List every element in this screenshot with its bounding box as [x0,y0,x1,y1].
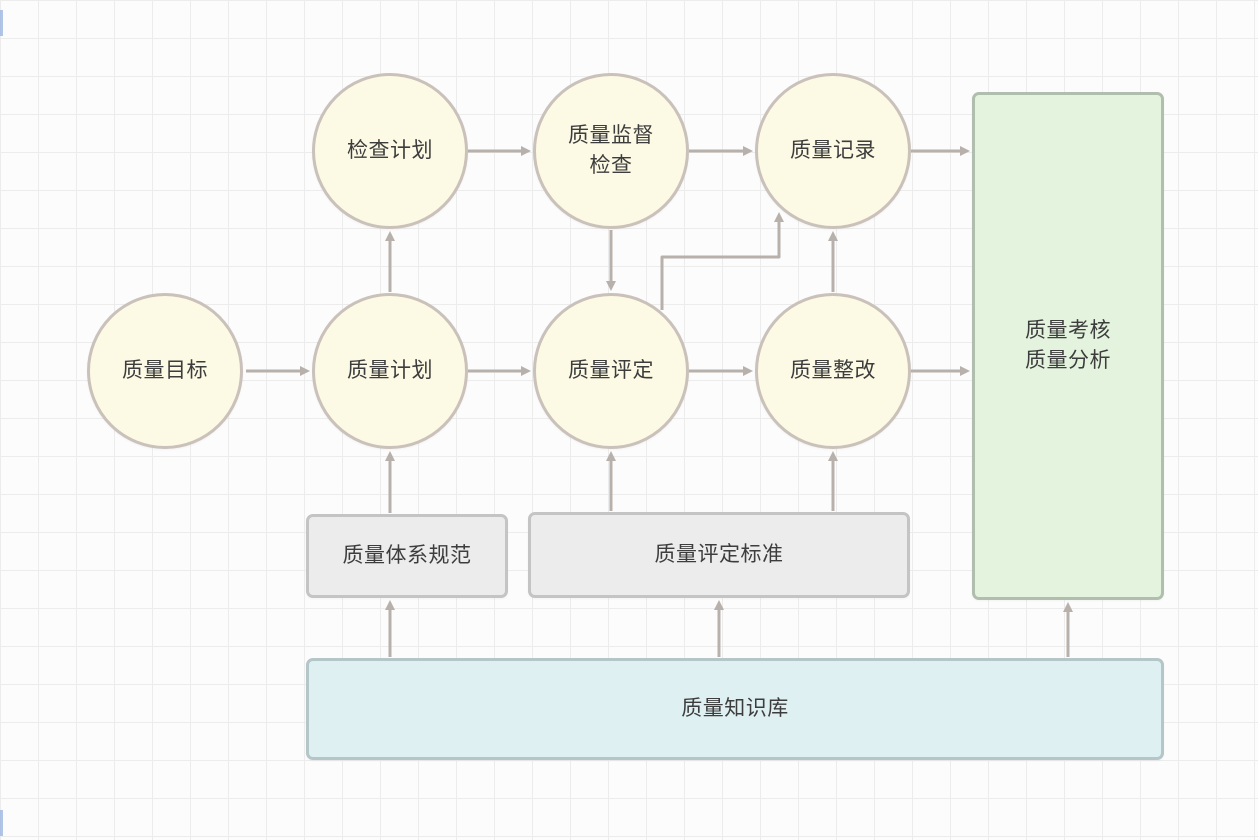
node-label: 质量目标 [122,358,208,382]
node-supervision-inspection[interactable]: 质量监督 检查 [533,73,689,229]
node-quality-system-spec[interactable]: 质量体系规范 [306,514,508,598]
node-quality-plan[interactable]: 质量计划 [312,293,468,449]
node-label-line2: 检查 [589,154,633,177]
node-quality-assessment-standard[interactable]: 质量评定标准 [528,512,910,598]
node-label: 质量计划 [347,358,433,382]
node-label: 质量体系规范 [342,543,472,567]
node-exam-analysis[interactable]: 质量考核 质量分析 [972,92,1164,600]
node-quality-knowledge-base[interactable]: 质量知识库 [306,658,1164,760]
page-boundary-mark [0,10,3,36]
node-quality-record[interactable]: 质量记录 [755,73,911,229]
node-quality-assessment[interactable]: 质量评定 [533,293,689,449]
node-label-line2: 质量分析 [1025,349,1111,372]
node-inspection-plan[interactable]: 检查计划 [312,73,468,229]
node-label: 检查计划 [347,138,433,162]
node-label: 质量知识库 [681,696,789,720]
node-label: 质量评定 [568,358,654,382]
node-quality-goal[interactable]: 质量目标 [87,293,243,449]
node-label: 质量整改 [790,358,876,382]
node-label-line1: 质量考核 [1025,318,1111,342]
node-quality-rectification[interactable]: 质量整改 [755,293,911,449]
node-label: 质量记录 [790,138,876,162]
node-label-line1: 质量监督 [568,123,654,147]
page-boundary-mark [0,810,3,836]
edge-quality_assessment--quality_record [660,212,784,310]
node-label: 质量评定标准 [654,542,784,566]
